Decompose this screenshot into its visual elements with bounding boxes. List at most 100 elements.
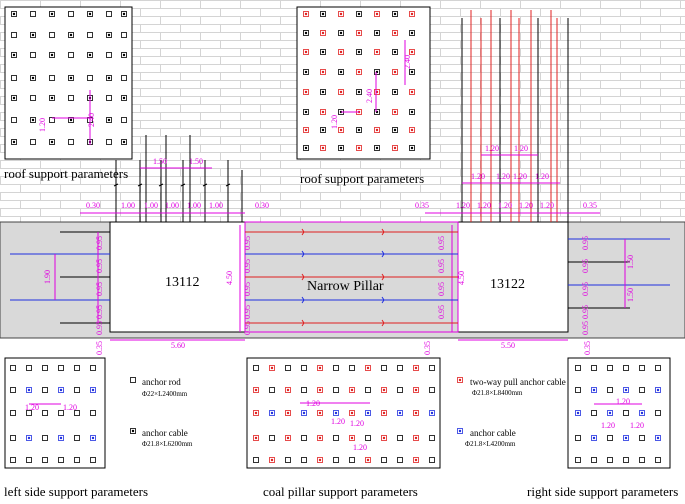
- dim-label: 1.20: [630, 421, 644, 430]
- dim-label: 1.20: [477, 201, 491, 210]
- pillar-anchor: [429, 435, 435, 441]
- roof-left-anchor: [30, 139, 36, 145]
- cable-nut: [381, 250, 385, 258]
- panel-right-side: [567, 357, 671, 469]
- pillar-anchor: [381, 365, 387, 371]
- pillar-anchor: [301, 387, 307, 393]
- pillar-anchor: [269, 435, 275, 441]
- dim-label: 0.95: [243, 259, 252, 273]
- dim-label: 0.95: [95, 305, 104, 319]
- right-side-anchor: [655, 410, 661, 416]
- anchor-dot: [88, 53, 92, 57]
- cable-nut: [381, 228, 385, 236]
- anchor-dot: [321, 12, 325, 16]
- pillar-anchor: [349, 457, 355, 463]
- room-13112: 13112: [165, 275, 200, 290]
- dim-label: 1.20: [331, 417, 345, 426]
- dim-label: 1.00: [209, 201, 223, 210]
- pillar-anchor: [397, 457, 403, 463]
- anchor-dot: [304, 90, 308, 94]
- roof-left-anchor: [121, 117, 127, 123]
- anchor-dot: [608, 411, 612, 415]
- anchor-dot: [122, 12, 126, 16]
- roof-left-anchor: [68, 139, 74, 145]
- dim-label: 0.95: [581, 259, 590, 273]
- dim-label: 0.95: [581, 321, 590, 335]
- left-side-anchor: [42, 387, 48, 393]
- anchor-dot: [393, 12, 397, 16]
- anchor-dot: [69, 33, 73, 37]
- pillar-anchor: [381, 457, 387, 463]
- anchor-dot: [12, 96, 16, 100]
- pillar-anchor: [429, 365, 435, 371]
- anchor-dot: [656, 388, 660, 392]
- left-side-anchor: [42, 457, 48, 463]
- anchor-dot: [12, 53, 16, 57]
- legend-anchor-cable-2-spec: Φ21.8×L4200mm: [465, 440, 516, 448]
- left-side-anchor: [26, 457, 32, 463]
- cable-nut: [301, 273, 305, 281]
- left-side-anchor: [10, 435, 16, 441]
- anchor-dot: [318, 411, 322, 415]
- anchor-dot: [414, 458, 418, 462]
- left-side-anchor: [26, 365, 32, 371]
- roof-left-anchor: [68, 11, 74, 17]
- right-side-anchor: [607, 387, 613, 393]
- dim-label: 0.95: [243, 282, 252, 296]
- dim-label: 1.20: [456, 201, 470, 210]
- anchor-dot: [88, 12, 92, 16]
- anchor-dot: [339, 70, 343, 74]
- right-side-anchor: [607, 457, 613, 463]
- left-side-anchor: [58, 410, 64, 416]
- right-side-anchor: [623, 457, 629, 463]
- anchor-dot: [304, 31, 308, 35]
- anchor-dot: [410, 31, 414, 35]
- pillar-anchor: [333, 387, 339, 393]
- anchor-dot: [410, 146, 414, 150]
- left-side-anchor: [42, 435, 48, 441]
- anchor-dot: [321, 90, 325, 94]
- anchor-dot: [304, 146, 308, 150]
- panel-roof-right: [296, 6, 431, 160]
- left-side-anchor: [74, 457, 80, 463]
- anchor-dot: [107, 118, 111, 122]
- roof-left-anchor: [121, 32, 127, 38]
- anchor-dot: [59, 388, 63, 392]
- pillar-anchor: [269, 387, 275, 393]
- dim-label: 1.20: [519, 201, 533, 210]
- roof-left-anchor: [106, 52, 112, 58]
- anchor-dot: [321, 146, 325, 150]
- left-side-anchor: [10, 387, 16, 393]
- pillar-anchor: [333, 457, 339, 463]
- anchor-dot: [339, 50, 343, 54]
- anchor-dot: [254, 411, 258, 415]
- roof-left-anchor: [106, 139, 112, 145]
- right-side-anchor: [607, 365, 613, 371]
- bolt-tick: [180, 183, 186, 187]
- anchor-dot: [339, 12, 343, 16]
- anchor-dot: [122, 53, 126, 57]
- dim-label: 0.95: [437, 305, 446, 319]
- caption-roof-left: roof support parameters: [4, 166, 129, 181]
- anchor-dot: [375, 128, 379, 132]
- anchor-dot: [357, 12, 361, 16]
- anchor-dot: [50, 12, 54, 16]
- pillar-anchor: [397, 387, 403, 393]
- room-13122: 13122: [490, 277, 525, 292]
- cable-nut: [301, 319, 305, 327]
- bolt-tick: [113, 183, 119, 187]
- bolt-tick: [137, 183, 143, 187]
- pillar-anchor: [397, 365, 403, 371]
- dim-label: 1.20: [535, 172, 549, 181]
- dim-label: 0.95: [95, 321, 104, 335]
- roof-left-anchor: [11, 32, 17, 38]
- pillar-anchor: [397, 435, 403, 441]
- anchor-dot: [12, 140, 16, 144]
- anchor-dot: [624, 388, 628, 392]
- pillar-anchor: [301, 365, 307, 371]
- legend-anchor-cable-2: anchor cable: [470, 428, 516, 438]
- anchor-dot: [91, 436, 95, 440]
- anchor-dot: [357, 31, 361, 35]
- left-side-anchor: [74, 410, 80, 416]
- right-side-anchor: [639, 387, 645, 393]
